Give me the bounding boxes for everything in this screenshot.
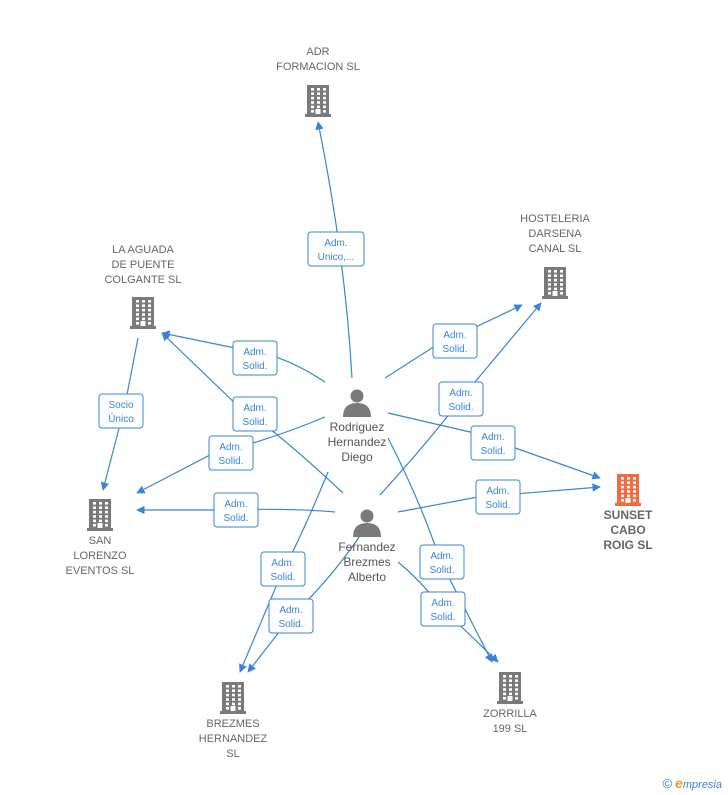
- company-name-line: LA AGUADA: [112, 244, 174, 256]
- edge-label-e14[interactable]: Adm. Solid.: [420, 591, 466, 627]
- edge-label-text: Solid.: [448, 402, 473, 413]
- brand-name: mpresia: [682, 779, 722, 791]
- company-name-line: SUNSET: [604, 508, 653, 522]
- edge-label-text: Único: [108, 412, 134, 425]
- edge-label-e8[interactable]: Adm. Solid.: [475, 479, 521, 515]
- company-name-line: ZORRILLA: [483, 708, 537, 720]
- company-name-line: FORMACION SL: [276, 61, 360, 73]
- company-name-line: COLGANTE SL: [104, 274, 181, 286]
- company-name-line: DARSENA: [528, 228, 582, 240]
- edge-label-text: Adm.: [243, 403, 266, 414]
- company-name-line: HERNANDEZ: [199, 733, 268, 745]
- edge-label-text: Adm.: [324, 238, 347, 249]
- edge-label-text: Adm.: [449, 388, 472, 399]
- edge-label-text: Solid.: [218, 456, 243, 467]
- footer-brand[interactable]: ©empresia: [662, 775, 722, 791]
- edge-label-text: Solid.: [223, 513, 248, 524]
- company-name-line: ROIG SL: [603, 538, 652, 552]
- edge-label-text: Adm.: [243, 347, 266, 358]
- edge-label-text: Solid.: [270, 572, 295, 583]
- company-name-line: HOSTELERIA: [520, 213, 590, 225]
- brand-initial: e: [675, 775, 683, 791]
- edge-label-text: Solid.: [242, 361, 267, 372]
- edge-label-text: Solid.: [242, 417, 267, 428]
- edge-label-e5[interactable]: Adm. Solid.: [208, 435, 254, 471]
- edge-label-text: Adm.: [271, 558, 294, 569]
- company-node-adr[interactable]: ADR FORMACION SL: [276, 46, 360, 117]
- edge-label-e12[interactable]: Adm. Solid.: [268, 598, 314, 634]
- company-name-line: SL: [226, 748, 239, 760]
- person-icon: [353, 509, 381, 537]
- edge-label-e1[interactable]: Adm. Unico,...: [307, 231, 365, 267]
- edge-label-text: Socio: [108, 400, 133, 411]
- edge-line: [387, 412, 601, 480]
- company-node-hosteleria[interactable]: HOSTELERIA DARSENA CANAL SL: [520, 213, 591, 299]
- company-name-line: EVENTOS SL: [66, 565, 135, 577]
- edge-label-text: Solid.: [429, 565, 454, 576]
- edge-label-text: Solid.: [442, 344, 467, 355]
- edge-label-text: Adm.: [224, 499, 247, 510]
- edge-label-text: Solid.: [480, 446, 505, 457]
- copyright-icon: ©: [662, 776, 673, 791]
- edge-label-text: Adm.: [481, 432, 504, 443]
- edge-label-text: Adm.: [431, 598, 454, 609]
- company-name-line: ADR: [306, 46, 329, 58]
- company-name-line: CABO: [610, 523, 645, 537]
- person-name-line: Hernandez: [328, 435, 387, 449]
- person-name-line: Rodriguez: [330, 420, 385, 434]
- company-name-line: CANAL SL: [529, 243, 582, 255]
- edge-label-e10[interactable]: Adm. Solid.: [438, 381, 484, 417]
- person-icon: [343, 389, 371, 417]
- edge-label-text: Adm.: [279, 605, 302, 616]
- building-icon: [87, 499, 113, 531]
- edge-label-e3[interactable]: Adm. Solid.: [232, 340, 278, 376]
- building-icon: [615, 474, 641, 506]
- edge-labels: Adm. Unico,... Adm. Solid. Adm. Solid. Adm. Sol…: [98, 231, 521, 634]
- edge-label-text: Adm.: [443, 330, 466, 341]
- company-name-line: 199 SL: [493, 723, 528, 735]
- edge-label-text: Solid.: [278, 619, 303, 630]
- building-icon: [542, 267, 568, 299]
- edge-label-text: Unico,...: [318, 252, 355, 263]
- company-node-brezmes[interactable]: BREZMES HERNANDEZ SL: [199, 682, 268, 760]
- building-icon: [220, 682, 246, 714]
- edge-label-e4[interactable]: Adm. Solid.: [232, 396, 278, 432]
- company-name-line: SAN: [89, 535, 112, 547]
- building-icon: [305, 85, 331, 117]
- edge-label-e2[interactable]: Adm. Solid.: [432, 323, 478, 359]
- building-icon: [497, 672, 523, 704]
- company-node-zorrilla[interactable]: ZORRILLA 199 SL: [483, 672, 538, 735]
- persons: RodriguezHernandezDiegoFernandezBrezmesA…: [328, 389, 396, 585]
- companies: ADR FORMACION SL HOSTELERIA DARSENA CANAL SL…: [66, 46, 653, 760]
- edge-label-text: Solid.: [485, 500, 510, 511]
- company-name-line: LORENZO: [73, 550, 127, 562]
- company-node-aguada[interactable]: LA AGUADA DE PUENTE COLGANTE SL: [104, 244, 182, 329]
- person-name-line: Alberto: [348, 570, 386, 584]
- building-icon: [130, 297, 156, 329]
- edge-label-text: Adm.: [486, 486, 509, 497]
- edge-label-e6[interactable]: Adm. Solid.: [213, 492, 259, 528]
- edge-label-text: Adm.: [219, 442, 242, 453]
- company-node-sanlorenzo[interactable]: SAN LORENZO EVENTOS SL: [66, 499, 135, 577]
- edge-label-e11[interactable]: Adm. Solid.: [260, 551, 306, 587]
- edge-label-text: Adm.: [430, 551, 453, 562]
- company-name-line: DE PUENTE: [112, 259, 175, 271]
- edge-label-e7[interactable]: Adm. Solid.: [470, 425, 516, 461]
- person-name-line: Diego: [341, 450, 373, 464]
- edge-label-text: Solid.: [430, 612, 455, 623]
- person-name-line: Fernandez: [338, 540, 395, 554]
- edge-label-e13[interactable]: Adm. Solid.: [419, 544, 465, 580]
- edge-line: [384, 304, 523, 379]
- company-name-line: BREZMES: [206, 718, 259, 730]
- person-name-line: Brezmes: [343, 555, 390, 569]
